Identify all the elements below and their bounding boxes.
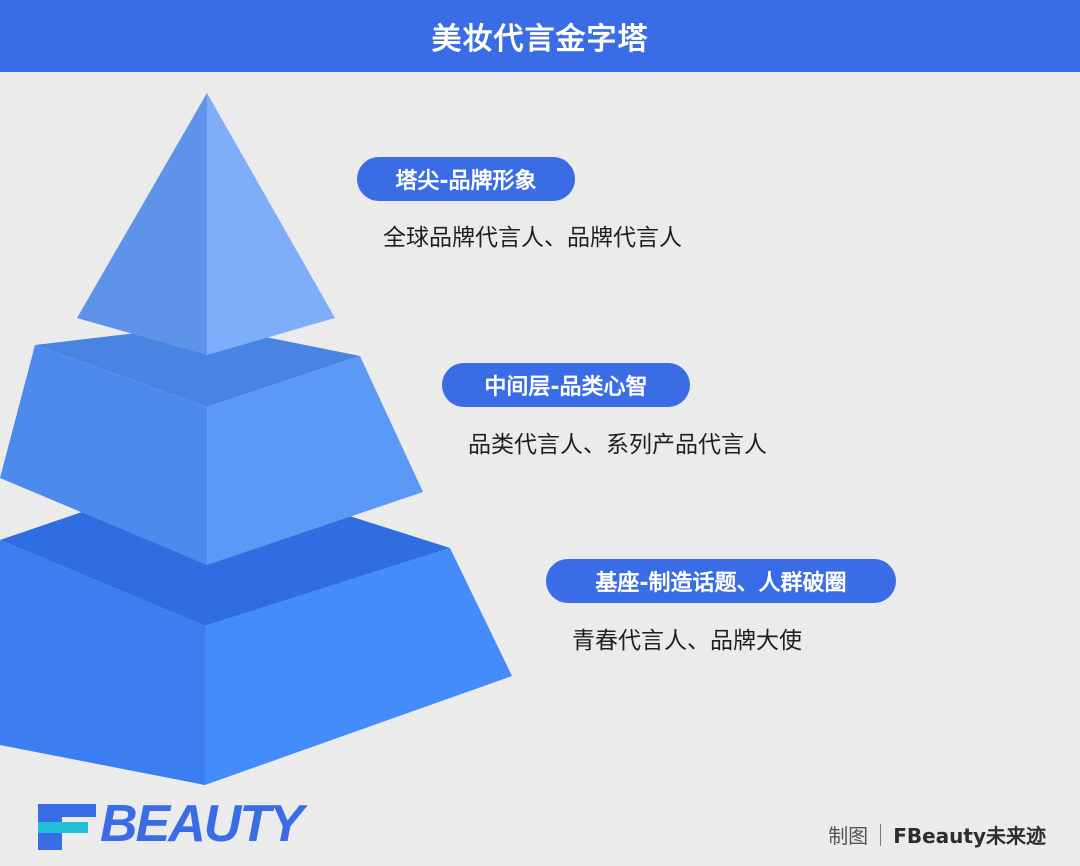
credit-brand: FBeauty未来迹 [893,824,1046,848]
middle-tier-left-face [0,345,207,565]
credit-divider [880,823,882,846]
tier-label-top: 塔尖-品牌形象 [357,157,575,201]
chart-credit: 制图 FBeauty未来迹 [828,820,1046,849]
logo-wordmark: BEAUTY [100,795,304,853]
top-tier-right-face [207,93,335,355]
base-tier-left-face [0,540,205,785]
tier-label-middle: 中间层-品类心智 [442,363,690,407]
credit-prefix: 制图 [828,824,869,848]
fbeauty-logo-icon [38,804,96,850]
tier-description-middle: 品类代言人、系列产品代言人 [468,432,767,458]
tier-label-base: 基座-制造话题、人群破圈 [546,559,896,603]
base-tier-right-face [205,548,512,785]
middle-tier-top-face [35,325,360,407]
tier-description-base: 青春代言人、品牌大使 [572,628,802,654]
middle-tier-right-face [207,356,423,565]
top-tier-left-face [77,93,207,355]
page-title: 美妆代言金字塔 [0,0,1080,72]
tier-description-top: 全球品牌代言人、品牌代言人 [383,225,682,251]
